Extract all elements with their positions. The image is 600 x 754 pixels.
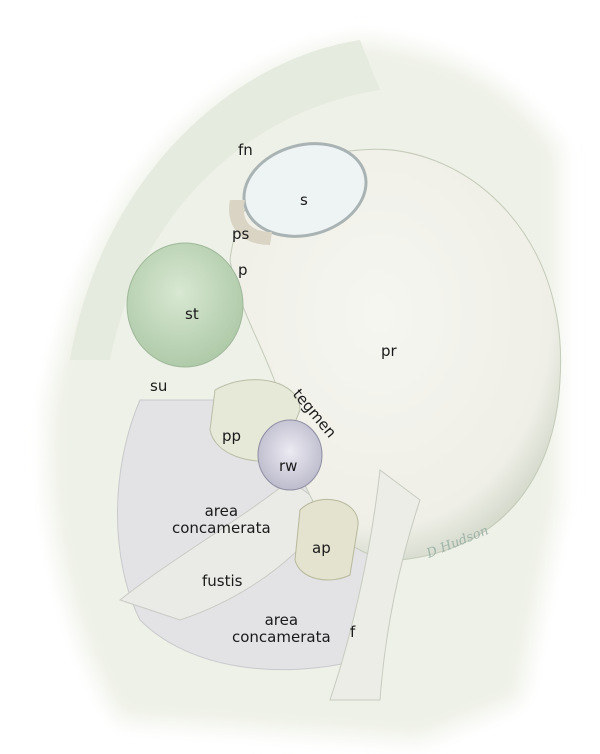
label-rw: rw [279,457,298,475]
ap-structure [294,498,359,581]
label-p: p [238,261,248,279]
label-fustis: fustis [202,572,243,590]
label-area-concamerata-lower: area concamerata [232,611,331,646]
label-pr: pr [381,342,397,360]
label-f: f [350,623,356,641]
label-st: st [185,305,199,323]
label-area-concamerata-upper: area concamerata [172,502,271,537]
label-fn: fn [238,141,253,159]
label-s: s [300,191,308,209]
label-pp: pp [222,427,242,445]
ponticulus [229,200,272,245]
round-window [257,419,323,491]
label-ps: ps [232,225,250,243]
f-pillar [329,469,421,701]
stapes-region [126,242,244,368]
label-ap: ap [312,539,331,557]
label-su: su [150,377,168,395]
oval-window [242,142,368,238]
